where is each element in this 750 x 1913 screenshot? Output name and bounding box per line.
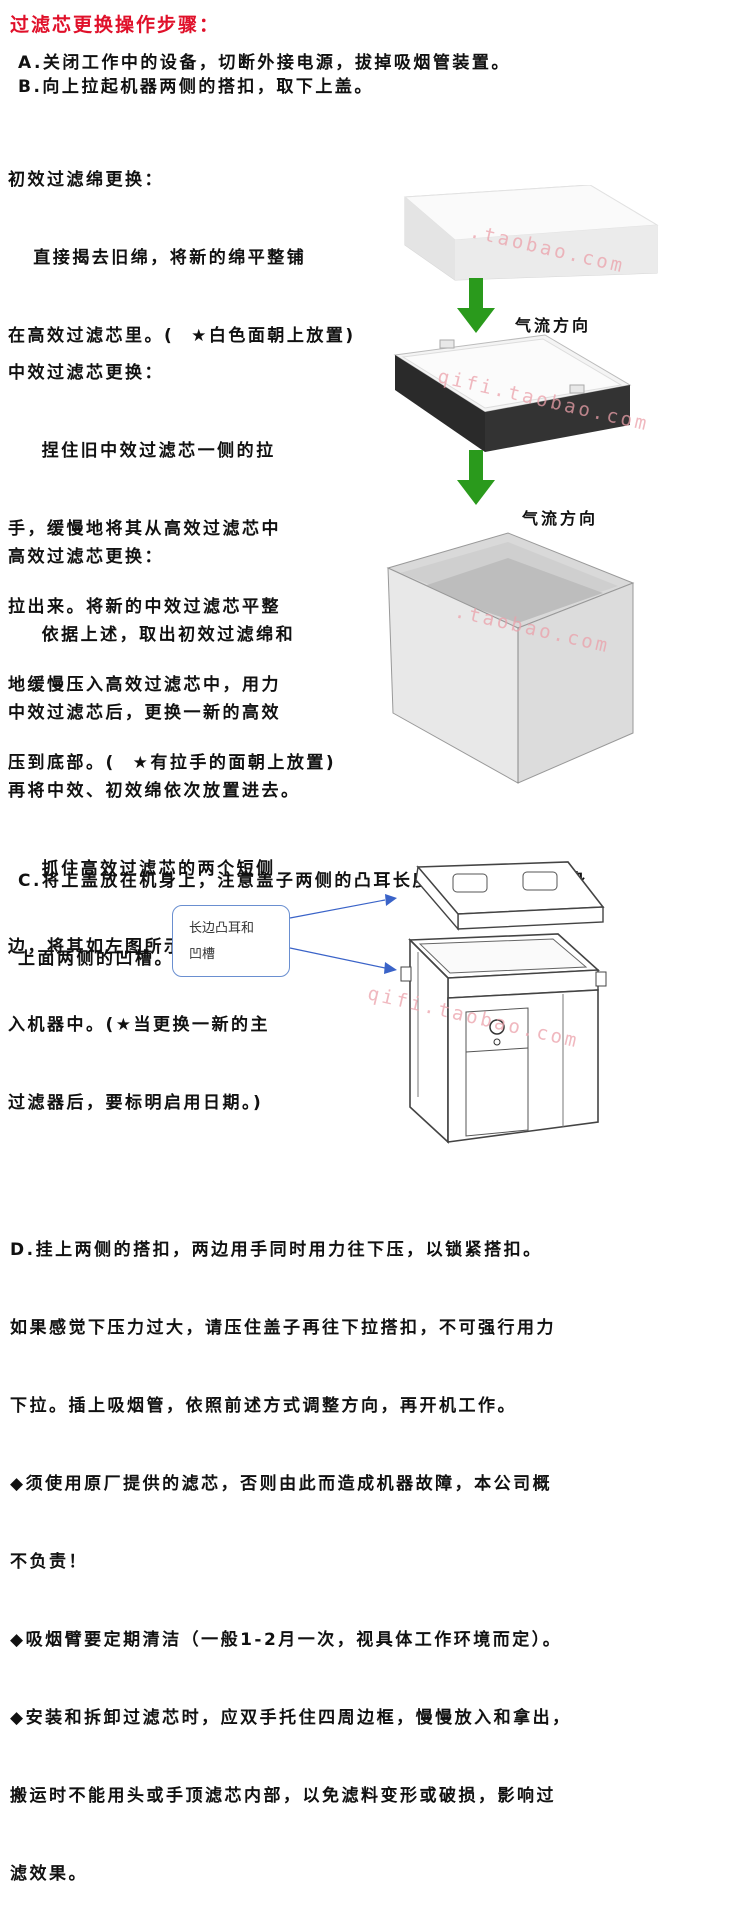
- airflow-direction-label: 气流方向: [522, 509, 599, 528]
- step-d-line: ◆吸烟臂要定期清洁（一般1-2月一次，视具体工作环境而定）。: [10, 1630, 563, 1650]
- primary-filter-instructions: 初效过滤绵更换： 直接揭去旧绵，将新的绵平整铺 在高效过滤芯里。( ★白色面朝上…: [8, 115, 356, 375]
- primary-filter-line: 在高效过滤芯里。( ★白色面朝上放置): [8, 326, 356, 346]
- high-filter-line: 再将中效、初效绵依次放置进去。: [8, 781, 301, 801]
- step-b-text: B.向上拉起机器两侧的搭扣，取下上盖。: [18, 77, 374, 97]
- step-c-line: 上面两侧的凹槽。: [18, 949, 174, 969]
- step-d-line: 不负责！: [10, 1552, 88, 1572]
- step-d-line: ◆安装和拆卸过滤芯时，应双手托住四周边框，慢慢放入和拿出，: [10, 1708, 572, 1728]
- primary-filter-heading: 初效过滤绵更换：: [8, 170, 164, 190]
- high-filter-box-image: [386, 532, 635, 784]
- medium-filter-image: [393, 334, 632, 452]
- high-filter-line: 中效过滤芯后，更换一新的高效: [8, 703, 281, 723]
- high-filter-line: 依据上述，取出初效过滤绵和: [8, 625, 296, 645]
- arrow-down-icon: [457, 450, 495, 505]
- machine-lid-diagram: [400, 861, 607, 1144]
- high-filter-line: 抓住高效过滤芯的两个短侧: [8, 859, 276, 879]
- primary-filter-line: 直接揭去旧绵，将新的绵平整铺: [8, 248, 307, 268]
- medium-filter-line: 地缓慢压入高效过滤芯中，用力: [8, 675, 281, 695]
- high-filter-line: 入机器中。(★当更换一新的主: [8, 1015, 271, 1035]
- arrow-down-icon: [457, 278, 495, 333]
- primary-filter-pad-image: [403, 185, 659, 281]
- step-d-line: 如果感觉下压力过大，请压住盖子再往下拉搭扣，不可强行用力: [10, 1318, 556, 1338]
- medium-filter-line: 捏住旧中效过滤芯一侧的拉: [8, 441, 276, 461]
- step-d-line: ◆须使用原厂提供的滤芯，否则由此而造成机器故障，本公司概: [10, 1474, 553, 1494]
- high-filter-line: 过滤器后，要标明启用日期。): [8, 1093, 264, 1113]
- step-d-instructions: D.挂上两侧的搭扣，两边用手同时用力往下压，以锁紧搭扣。 如果感觉下压力过大，请…: [10, 1185, 572, 1913]
- callout-box: 长边凸耳和 凹槽: [172, 905, 290, 977]
- page-title: 过滤芯更换操作步骤：: [10, 14, 221, 36]
- callout-arrows: [289, 894, 397, 974]
- step-d-line: D.挂上两侧的搭扣，两边用手同时用力往下压，以锁紧搭扣。: [10, 1240, 543, 1260]
- callout-line: 长边凸耳和: [189, 921, 255, 936]
- medium-filter-line: 手，缓慢地将其从高效过滤芯中: [8, 519, 281, 539]
- step-d-line: 搬运时不能用头或手顶滤芯内部，以免滤料变形或破损，影响过: [10, 1786, 556, 1806]
- callout-line: 凹槽: [189, 947, 216, 962]
- step-a-text: A.关闭工作中的设备，切断外接电源，拔掉吸烟管装置。: [18, 53, 511, 73]
- airflow-direction-label: 气流方向: [515, 316, 592, 335]
- step-d-line: 下拉。插上吸烟管，依照前述方式调整方向，再开机工作。: [10, 1396, 517, 1416]
- high-filter-heading: 高效过滤芯更换：: [8, 547, 164, 567]
- medium-filter-line: 拉出来。将新的中效过滤芯平整: [8, 597, 281, 617]
- step-d-line: 滤效果。: [10, 1864, 88, 1884]
- medium-filter-heading: 中效过滤芯更换：: [8, 363, 164, 383]
- medium-filter-instructions: 中效过滤芯更换： 捏住旧中效过滤芯一侧的拉 手，缓慢地将其从高效过滤芯中 拉出来…: [8, 308, 336, 802]
- medium-filter-line: 压到底部。( ★有拉手的面朝上放置): [8, 753, 337, 773]
- high-filter-instructions: 高效过滤芯更换： 依据上述，取出初效过滤绵和 中效过滤芯后，更换一新的高效 再将…: [8, 492, 301, 1142]
